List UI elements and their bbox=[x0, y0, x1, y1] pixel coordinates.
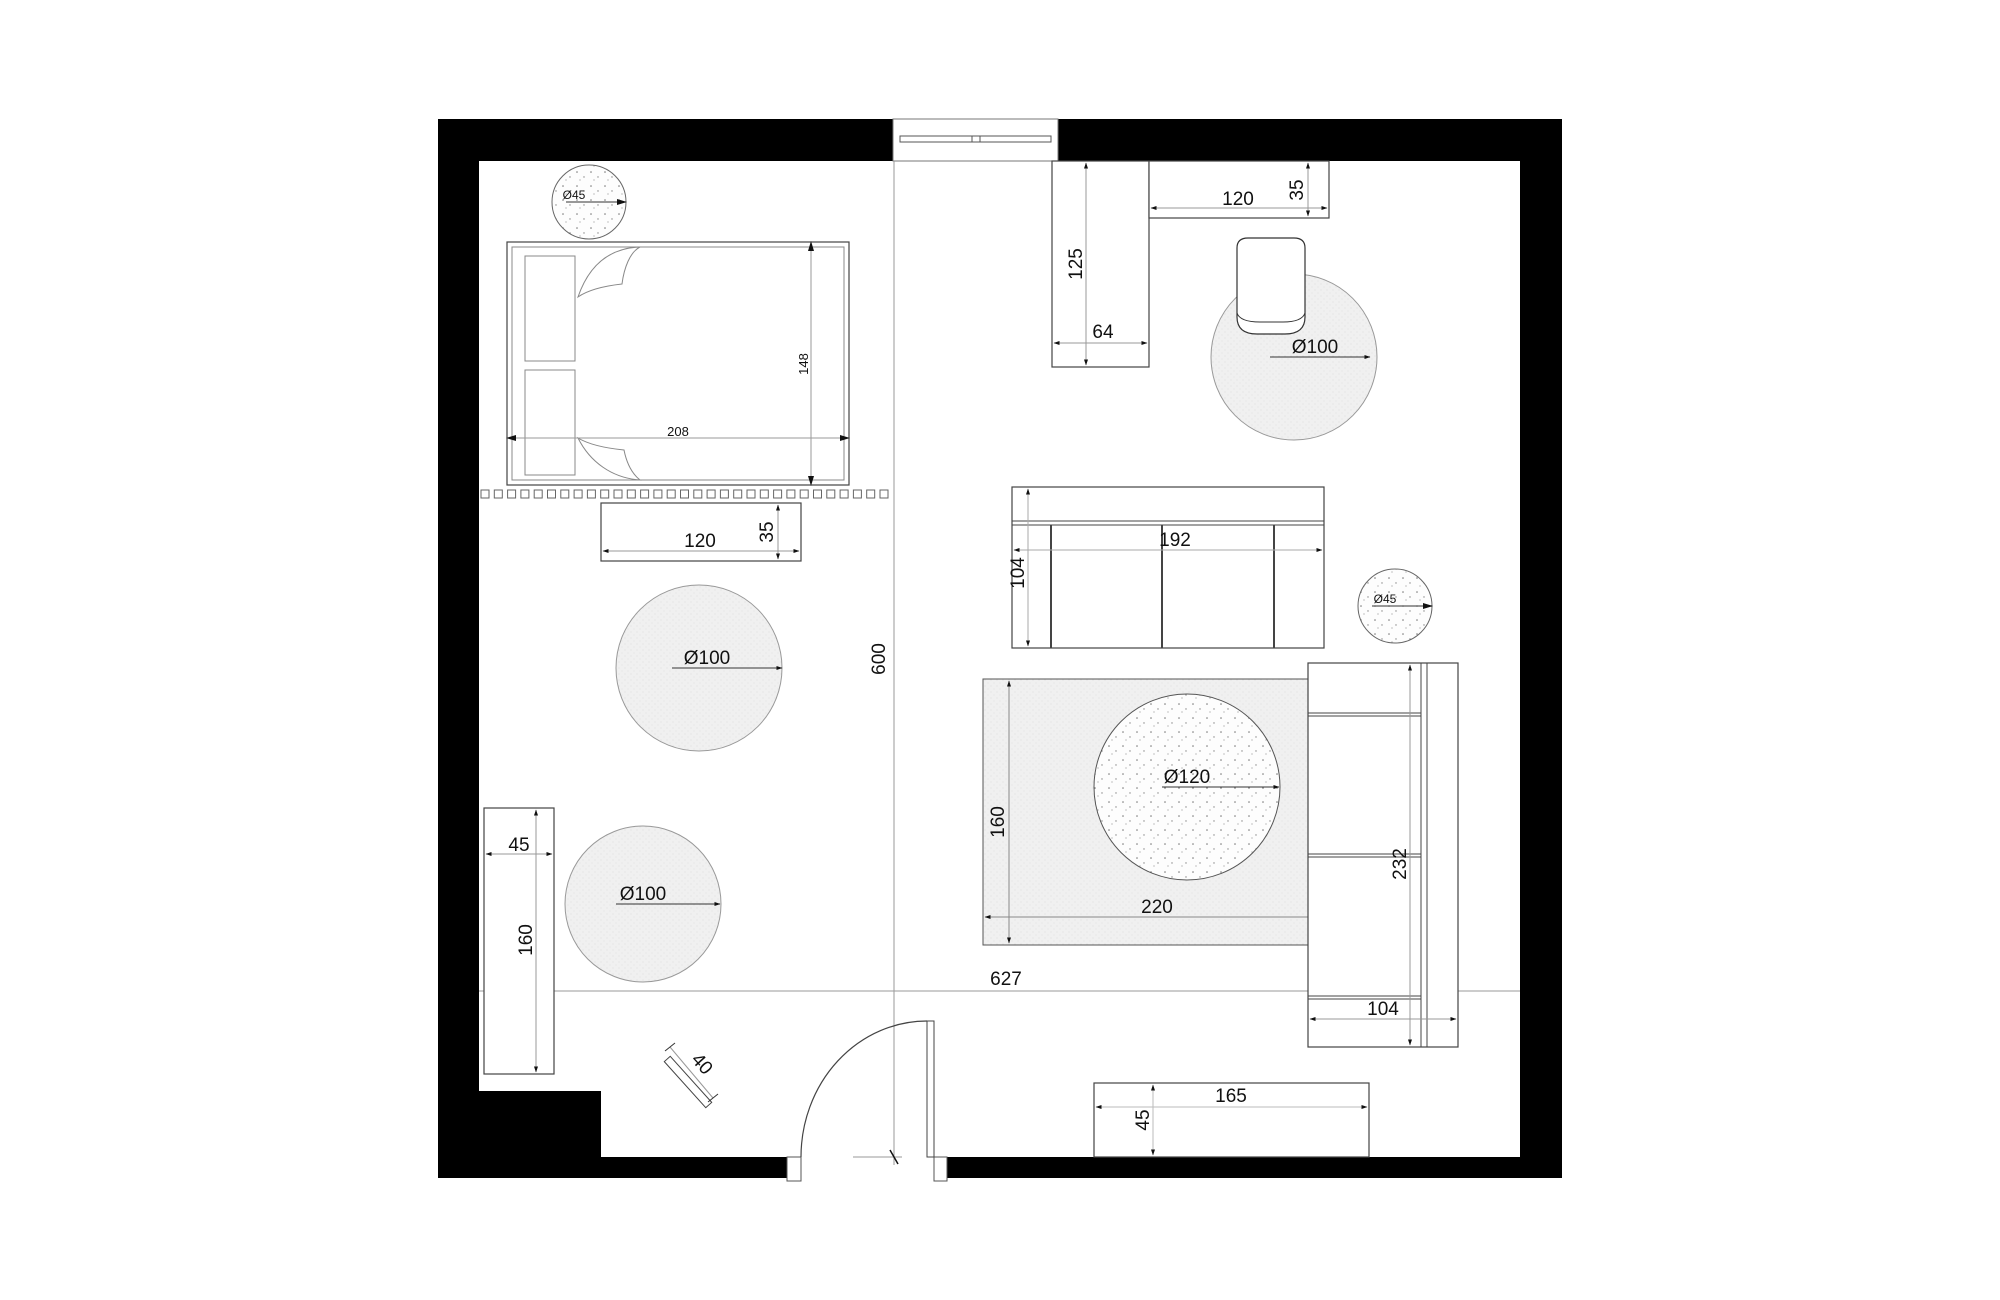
svg-text:Ø100: Ø100 bbox=[1292, 337, 1338, 358]
wall-bottom-right bbox=[947, 1157, 1562, 1178]
wall-top-right bbox=[1058, 119, 1562, 161]
wall-corner-block bbox=[479, 1091, 601, 1157]
wall-left bbox=[438, 119, 479, 1178]
wall-bottom-left bbox=[438, 1157, 787, 1178]
svg-text:40: 40 bbox=[687, 1049, 717, 1079]
wall-right bbox=[1520, 119, 1562, 1178]
svg-text:45: 45 bbox=[508, 835, 529, 856]
wall-top-left bbox=[438, 119, 893, 161]
walls bbox=[438, 119, 1562, 1178]
svg-text:45: 45 bbox=[1133, 1109, 1154, 1130]
bed: 208 148 bbox=[506, 241, 850, 486]
sofa: 192 104 bbox=[1008, 486, 1325, 649]
bed-length-label: 208 bbox=[667, 424, 689, 439]
round-rug-left-upper: Ø100 bbox=[615, 584, 783, 752]
side-stool-right: Ø45 bbox=[1357, 568, 1433, 644]
svg-text:Ø45: Ø45 bbox=[1374, 592, 1397, 606]
svg-text:104: 104 bbox=[1008, 557, 1029, 589]
desk-vertical: 64 125 bbox=[1051, 160, 1150, 368]
svg-text:Ø100: Ø100 bbox=[620, 884, 666, 905]
stool-top-left: Ø45 bbox=[551, 164, 627, 240]
svg-text:104: 104 bbox=[1367, 999, 1399, 1020]
svg-text:160: 160 bbox=[516, 924, 537, 956]
svg-text:120: 120 bbox=[684, 531, 716, 552]
svg-text:120: 120 bbox=[1222, 189, 1254, 210]
svg-text:35: 35 bbox=[1287, 179, 1308, 200]
svg-text:Ø45: Ø45 bbox=[563, 188, 586, 202]
chaise-sofa: 104 232 bbox=[1307, 662, 1459, 1048]
bench-left: 45 160 bbox=[483, 807, 555, 1075]
room-height-label: 600 bbox=[869, 643, 890, 675]
svg-text:Ø100: Ø100 bbox=[684, 648, 730, 669]
desk-horizontal: 120 35 bbox=[1148, 160, 1330, 219]
svg-text:160: 160 bbox=[988, 806, 1009, 838]
svg-text:165: 165 bbox=[1215, 1086, 1247, 1107]
room-width-label: 627 bbox=[990, 969, 1022, 990]
coffee-table: Ø120 bbox=[1093, 693, 1281, 881]
round-rug-left-lower: Ø100 bbox=[564, 825, 722, 983]
svg-text:220: 220 bbox=[1141, 897, 1173, 918]
radiator: 40 bbox=[663, 1042, 719, 1109]
door bbox=[786, 1020, 948, 1182]
svg-text:35: 35 bbox=[757, 521, 778, 542]
bed-foot-cabinet: 120 35 bbox=[600, 502, 802, 562]
svg-text:Ø120: Ø120 bbox=[1164, 767, 1210, 788]
desk-chair bbox=[1236, 237, 1306, 335]
bed-width-label: 148 bbox=[796, 353, 811, 375]
svg-text:192: 192 bbox=[1159, 530, 1191, 551]
window bbox=[892, 118, 1059, 162]
svg-text:125: 125 bbox=[1066, 248, 1087, 280]
partition-row bbox=[480, 489, 889, 499]
svg-text:64: 64 bbox=[1092, 322, 1114, 343]
svg-text:232: 232 bbox=[1390, 848, 1411, 880]
tv-console: 165 45 bbox=[1093, 1082, 1370, 1158]
